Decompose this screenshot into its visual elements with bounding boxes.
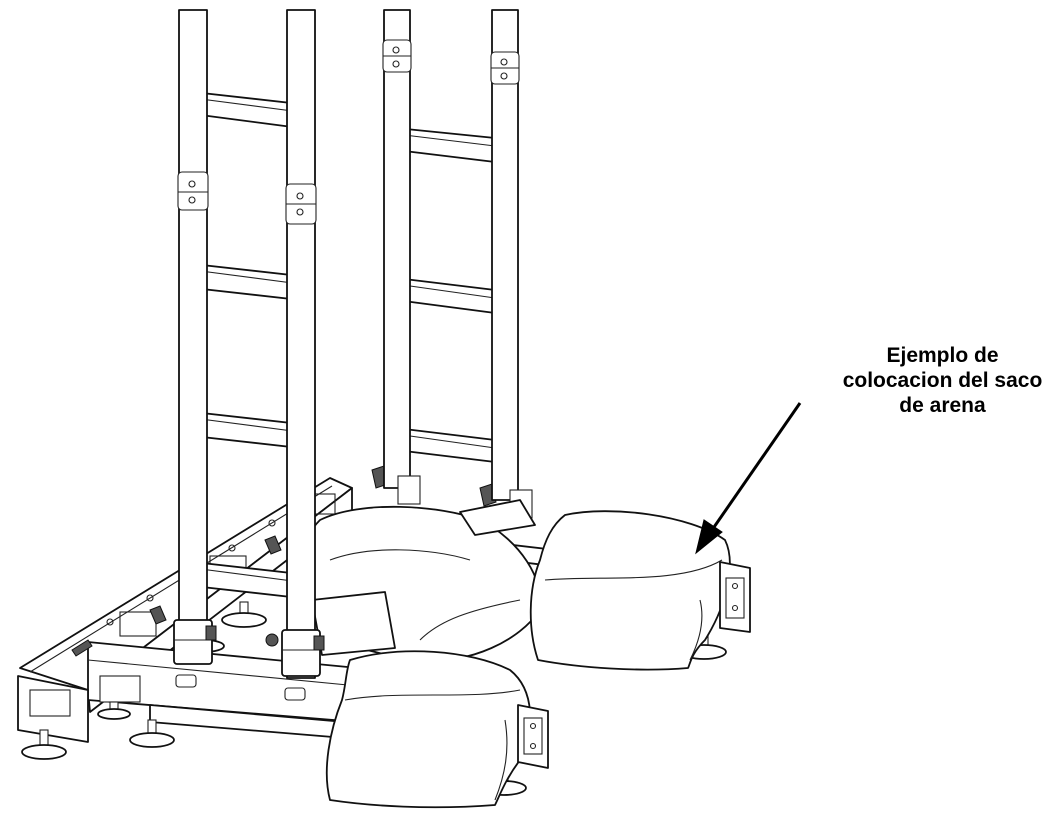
post-socket [265,629,325,677]
post-coupler [285,183,317,225]
foot [97,701,131,720]
front-ladder [173,9,325,679]
front-sandbag [325,650,549,809]
center-sandbag [297,499,542,662]
post-socket [173,619,217,665]
sandbag-bracket [719,561,751,633]
post-coupler [382,39,412,73]
callout-line-3: de arena [899,394,986,417]
post-coupler [177,171,209,211]
sandbag-bracket [517,704,549,769]
right-sandbag [529,510,751,671]
beam-bolt-holes [29,493,336,717]
foot [21,729,67,760]
callout-line-2: colocacion del saco [842,369,1043,392]
callout-line-1: Ejemplo de [886,344,999,367]
foot [221,601,267,628]
sandbag-placement-callout: Ejemplo de colocacion del saco de arena [835,343,1050,418]
callout-arrow [695,402,802,555]
rear-ladder [382,9,533,519]
foot [129,719,175,748]
post-coupler [490,51,520,85]
